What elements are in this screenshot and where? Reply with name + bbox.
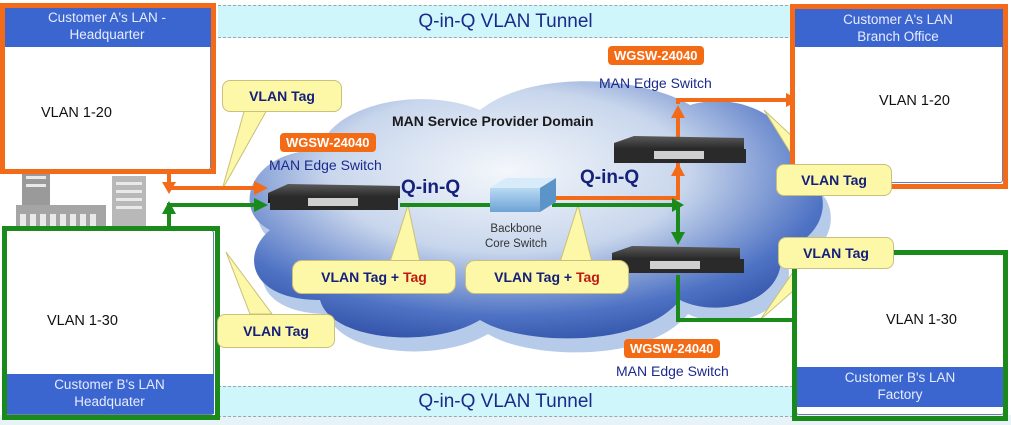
customer-b-hq-box: Customer B's LAN Headquater VLAN 1-30 — [5, 230, 214, 415]
tunnel-top: Q-in-Q VLAN Tunnel — [218, 5, 793, 38]
callout-vlan-tag-a-branch: VLAN Tag — [776, 164, 892, 196]
customer-a-hq-box: Customer A's LAN - Headquarter VLAN 1-20 — [3, 5, 211, 170]
qinq-label-right: Q-in-Q — [580, 167, 640, 188]
edge-switch-left-role: MAN Edge Switch — [269, 157, 382, 173]
customer-a-hq-vlan: VLAN 1-20 — [41, 105, 112, 121]
tunnel-top-label: Q-in-Q VLAN Tunnel — [418, 11, 593, 32]
customer-a-hq-frame — [0, 3, 216, 174]
edge-switch-left-icon — [268, 184, 400, 210]
tunnel-bottom: Q-in-Q VLAN Tunnel — [218, 386, 793, 417]
customer-b-factory-vlan: VLAN 1-30 — [886, 312, 957, 328]
customer-b-hq-frame — [2, 226, 220, 420]
callout-vlan-tag-a-hq: VLAN Tag — [222, 80, 342, 112]
customer-a-branch-frame — [790, 4, 1008, 189]
customer-b-factory-box: Customer B's LAN Factory VLAN 1-30 — [796, 253, 1004, 415]
customer-b-factory-frame — [792, 250, 1008, 421]
edge-switch-bottom-right-icon — [612, 246, 744, 273]
callout-double-tag-right: VLAN Tag + Tag — [465, 260, 629, 294]
edge-switch-bottom-right-model: WGSW-24040 — [624, 339, 720, 358]
tunnel-bottom-label: Q-in-Q VLAN Tunnel — [418, 391, 593, 412]
customer-a-branch-vlan: VLAN 1-20 — [879, 93, 950, 109]
callout-vlan-tag-b-factory: VLAN Tag — [778, 237, 894, 269]
customer-b-factory-header: Customer B's LAN Factory — [796, 367, 1004, 407]
qinq-label-left: Q-in-Q — [401, 177, 461, 198]
customer-a-hq-header: Customer A's LAN - Headquarter — [3, 7, 211, 47]
callout-vlan-tag-b-hq: VLAN Tag — [217, 314, 335, 348]
backbone-core-switch-icon — [490, 178, 556, 212]
callout-double-tag-left: VLAN Tag + Tag — [292, 260, 456, 294]
edge-switch-top-right-model: WGSW-24040 — [608, 46, 704, 65]
customer-a-branch-box: Customer A's LAN Branch Office VLAN 1-20 — [793, 7, 1003, 183]
bottom-strip — [0, 415, 1011, 425]
provider-domain-label: MAN Service Provider Domain — [392, 113, 594, 129]
backbone-switch-label: Backbone Core Switch — [485, 223, 547, 250]
customer-b-hq-header: Customer B's LAN Headquater — [5, 374, 214, 414]
edge-switch-top-right-icon — [614, 136, 746, 163]
edge-switch-top-right-role: MAN Edge Switch — [599, 75, 712, 91]
edge-switch-left-model: WGSW-24040 — [280, 133, 376, 152]
customer-b-hq-vlan: VLAN 1-30 — [47, 313, 118, 329]
edge-switch-bottom-right-role: MAN Edge Switch — [616, 363, 729, 379]
customer-a-branch-header: Customer A's LAN Branch Office — [793, 9, 1003, 47]
